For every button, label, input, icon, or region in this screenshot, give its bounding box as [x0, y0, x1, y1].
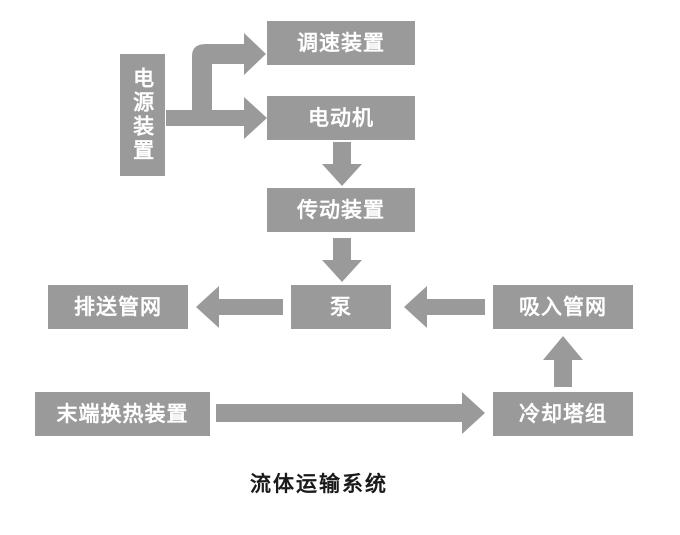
node-pump: 泵: [291, 285, 391, 329]
node-label: 调速装置: [297, 30, 385, 55]
node-cooling-tower-group: 冷却塔组: [493, 392, 633, 436]
node-transmission: 传动装置: [267, 188, 415, 232]
arrow-terminal-to-cooling-tower: [216, 392, 486, 435]
node-label: 电源装置: [130, 67, 155, 163]
node-terminal-heat-exchanger: 末端换热装置: [35, 392, 210, 436]
node-label: 排送管网: [74, 294, 162, 319]
arrow-transmission-to-pump: [321, 238, 363, 283]
node-label: 吸入管网: [519, 294, 607, 319]
node-label: 冷却塔组: [519, 401, 607, 426]
node-motor: 电动机: [267, 96, 415, 140]
node-label: 电动机: [308, 105, 374, 130]
node-label: 泵: [330, 294, 352, 319]
node-label: 传动装置: [297, 197, 385, 222]
arrow-power-to-speed-regulator: [186, 32, 268, 122]
node-discharge-network: 排送管网: [48, 285, 188, 329]
node-speed-regulator: 调速装置: [267, 21, 415, 65]
diagram-caption: 流体运输系统: [250, 471, 388, 496]
arrow-pump-to-discharge: [196, 286, 284, 329]
arrow-motor-to-transmission: [321, 142, 363, 187]
node-label: 末端换热装置: [56, 401, 189, 426]
arrow-cooling-tower-to-suction: [542, 336, 584, 388]
node-power-supply: 电源装置: [120, 54, 165, 176]
node-suction-network: 吸入管网: [493, 285, 633, 329]
arrow-suction-to-pump: [404, 286, 486, 329]
arrow-power-to-motor: [166, 97, 268, 140]
